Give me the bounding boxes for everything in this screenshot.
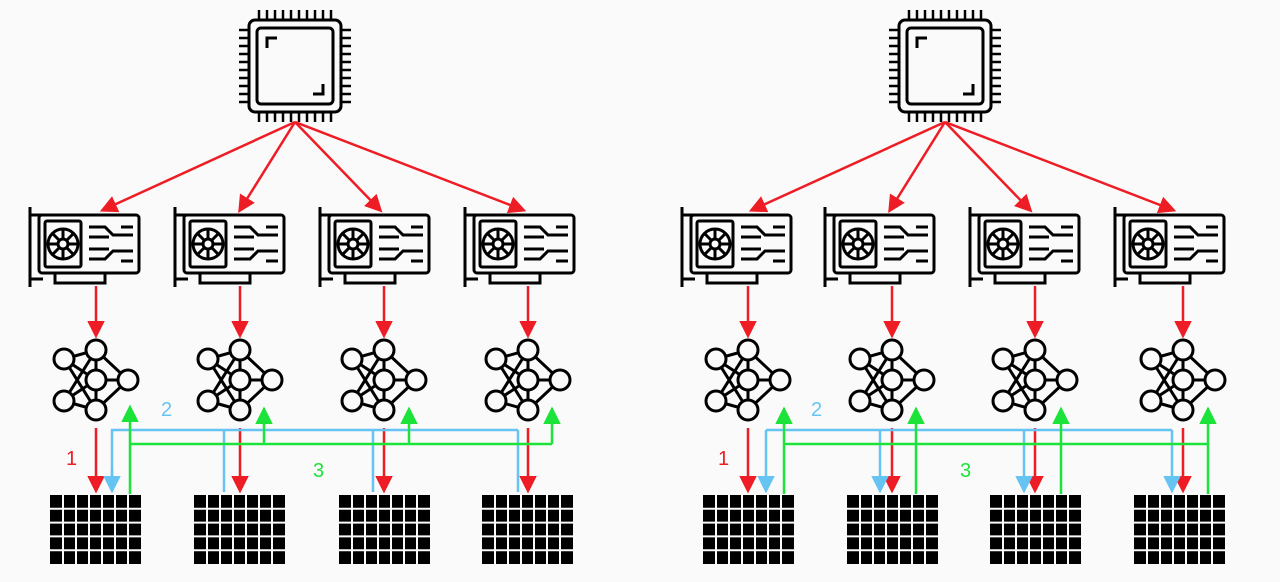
neural-network-icon: [848, 338, 936, 422]
cpu-chip-icon: [239, 10, 351, 122]
neural-network-icon: [340, 338, 428, 422]
model-to-data-arrows: [87, 428, 537, 494]
data-grid-icon: [1134, 495, 1225, 564]
cpu-to-gpu-arrows: [99, 120, 527, 214]
data-grid-icon: [703, 495, 794, 564]
neural-network-icon: [1139, 338, 1227, 422]
graphics-card-icon: [968, 207, 1081, 287]
neural-network-icon: [52, 338, 140, 422]
graphics-card-icon: [680, 207, 793, 287]
cpu-chip-icon: [889, 10, 1001, 122]
graphics-card-icon: [463, 207, 576, 287]
gather-lines: [103, 428, 520, 494]
data-grid-icon: [990, 495, 1081, 564]
gather-lines: [757, 428, 1181, 494]
neural-network-icon: [704, 338, 792, 422]
forward-step-label: 1: [718, 448, 729, 470]
data-grid-icon: [482, 495, 573, 564]
forward-step-label: 1: [66, 448, 77, 470]
graphics-card-icon: [823, 207, 936, 287]
right-panel: 1 2 3: [680, 10, 1227, 564]
gather-step-label: 2: [161, 399, 172, 421]
data-grid-icon: [847, 495, 938, 564]
neural-network-icon: [484, 338, 572, 422]
gather-step-label: 2: [811, 399, 822, 421]
graphics-card-icon: [318, 207, 431, 287]
broadcast-lines: [775, 406, 1217, 494]
gpu-to-model-arrows: [87, 286, 537, 339]
neural-network-icon: [196, 338, 284, 422]
data-grid-icon: [50, 495, 141, 564]
data-grid-icon: [194, 495, 285, 564]
broadcast-step-label: 3: [313, 460, 324, 482]
model-to-data-arrows: [739, 428, 1192, 494]
left-panel: 1 2 3: [28, 10, 576, 564]
neural-network-icon: [991, 338, 1079, 422]
graphics-card-icon: [28, 207, 141, 287]
cpu-to-gpu-arrows: [748, 120, 1177, 214]
data-grid-icon: [339, 495, 430, 564]
graphics-card-icon: [173, 207, 286, 287]
broadcast-step-label: 3: [960, 460, 971, 482]
graphics-card-icon: [1113, 207, 1226, 287]
broadcast-lines: [121, 404, 561, 494]
gpu-to-model-arrows: [739, 286, 1192, 339]
